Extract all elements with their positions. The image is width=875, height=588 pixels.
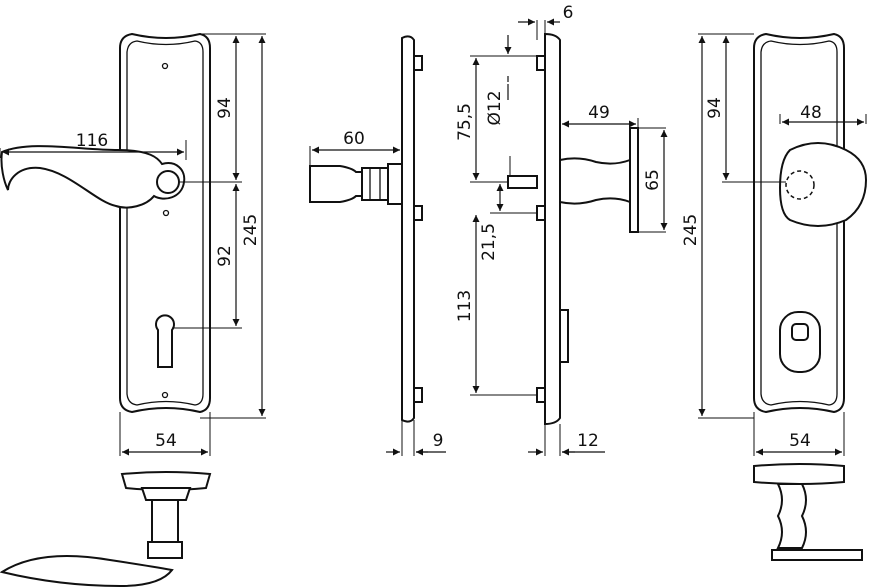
dim-knob-diameter: 65	[643, 169, 663, 191]
dim-plate-height-left: 245	[241, 214, 261, 246]
plate-screw-mid	[162, 209, 170, 217]
knob-bottom-view	[753, 463, 863, 561]
knob-plate-side-view	[507, 32, 639, 426]
extension-lines	[0, 20, 867, 456]
side-plate-profile	[401, 35, 415, 423]
bottom-screw-hole	[161, 391, 169, 399]
dim-plate-width-right: 54	[789, 431, 811, 451]
knob-lug-top	[536, 55, 546, 71]
lever-bottom-view	[0, 471, 212, 588]
dim-spindle-to-keyhole: 92	[215, 245, 235, 267]
cylinder-guard	[779, 311, 821, 373]
fixing-lug-bottom	[413, 387, 423, 403]
knob-bottom-stem	[776, 483, 807, 549]
dim-knob-to-top: 94	[705, 97, 725, 119]
dim-top-to-spindle: 75,5	[455, 103, 475, 141]
dim-plate-width-left: 54	[155, 431, 177, 451]
lever-neck-side	[309, 165, 363, 203]
lever-backplate-outline	[119, 32, 211, 414]
lever-backplate-inner-outline	[126, 40, 204, 406]
knob-bottom-plate	[753, 463, 845, 485]
knob-side-plate-profile	[544, 32, 561, 426]
cylinder-slot	[791, 323, 809, 341]
lever-plate-side-view	[309, 35, 423, 423]
lever-bottom-neck	[151, 499, 179, 543]
lever-bottom-boss	[147, 541, 183, 559]
knob-stem-side	[559, 157, 631, 205]
lever-bottom-handle	[0, 555, 174, 588]
dim-spindle-to-top: 94	[215, 97, 235, 119]
lever-collar-side	[361, 167, 389, 201]
dim-knob-projection: 49	[588, 103, 610, 123]
knob-rose	[778, 142, 868, 227]
dimension-lines	[2, 18, 864, 456]
lever-rose	[156, 170, 180, 194]
dim-plate-height-right: 245	[681, 214, 701, 246]
knob-spindle-hidden	[785, 170, 815, 200]
dimension-labels: 116 94 92 245 54 60 9 6 Ø12 75,5 49 65 2…	[76, 3, 822, 451]
dim-screw-spacing: 113	[455, 290, 475, 322]
dim-plate-thickness-outer: 12	[577, 431, 599, 451]
knob-lug-bottom	[536, 387, 546, 403]
dim-spindle-to-screw: 21,5	[479, 223, 499, 261]
lever-plate-front-view	[0, 32, 211, 414]
dim-lever-projection: 60	[343, 129, 365, 149]
knob-face-side	[629, 127, 639, 233]
lever-bottom-rose	[140, 487, 192, 501]
top-screw-hole	[161, 62, 169, 70]
lever-base-side	[387, 163, 403, 205]
cylinder-guard-side	[559, 309, 569, 363]
knob-plate-front-view	[753, 32, 868, 414]
dim-knob-width: 48	[800, 103, 822, 123]
square-spindle-side	[507, 175, 538, 189]
knob-backplate-inner-outline	[760, 40, 838, 406]
knob-lug-mid	[536, 205, 546, 221]
knob-bottom-face	[771, 549, 863, 561]
fixing-lug-top	[413, 55, 423, 71]
dim-lever-reach: 116	[76, 131, 108, 151]
fixing-lug-mid	[413, 205, 423, 221]
keyhole-profile	[155, 314, 175, 368]
dim-plate-thickness-inner: 9	[433, 431, 444, 451]
dim-top-offset: 6	[563, 3, 574, 23]
dim-spindle-diameter: Ø12	[485, 90, 505, 125]
